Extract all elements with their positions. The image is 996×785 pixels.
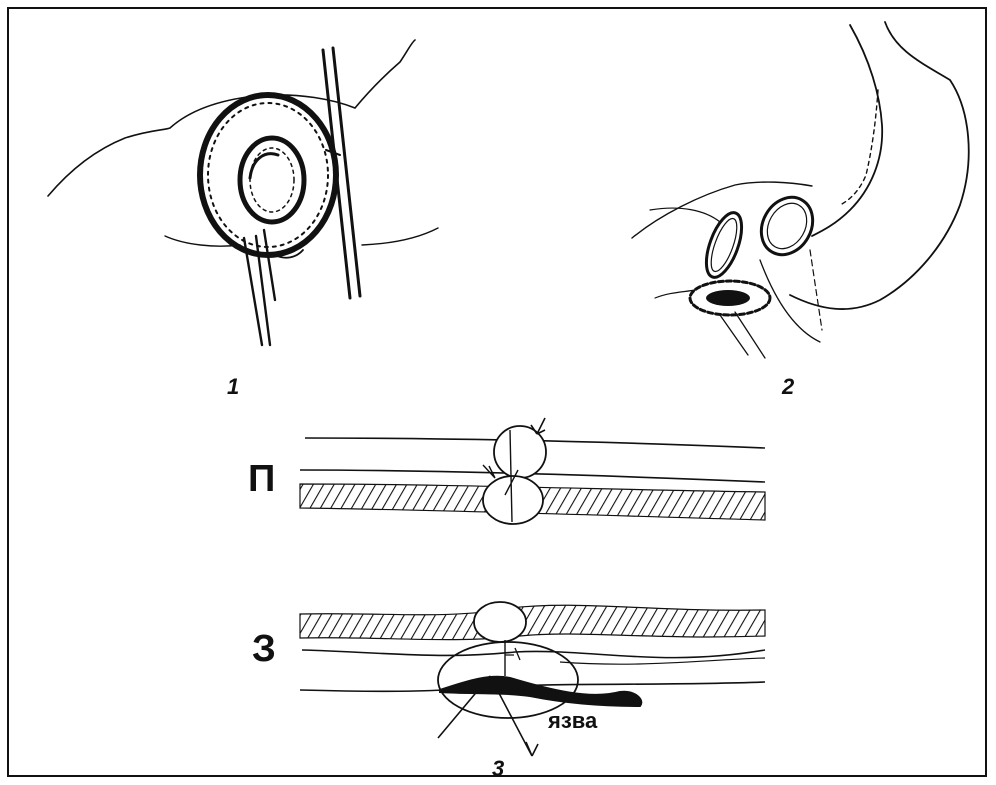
panel-3-front-section (300, 418, 765, 524)
ulcer-label: язва (548, 708, 597, 734)
back-wall-hatched-band (300, 605, 765, 639)
seam-line (840, 90, 878, 205)
vertical-instrument (323, 48, 360, 298)
suture-loop-right (751, 188, 823, 264)
back-wall-mid-line (302, 650, 765, 658)
outer-suture-ring (200, 95, 336, 255)
front-suture-bottom (483, 476, 543, 524)
figure-label-2: 2 (782, 374, 794, 400)
figure-label-1: 1 (227, 374, 239, 400)
tissue-outline (48, 40, 415, 196)
figure-label-3: 3 (492, 756, 504, 782)
suture-loop-left (699, 208, 749, 281)
panel-2-threads (632, 182, 812, 238)
back-wall-label: З (252, 628, 276, 671)
back-suture-top (474, 602, 526, 642)
tissue-right-curve (362, 228, 438, 245)
ulcer-shape (440, 677, 641, 706)
stomach-outline (812, 25, 882, 236)
front-wall-label: П (248, 458, 275, 501)
panel-2-drawing (632, 22, 969, 358)
panel-1-drawing (48, 40, 438, 345)
panel-3-back-section (300, 602, 765, 756)
